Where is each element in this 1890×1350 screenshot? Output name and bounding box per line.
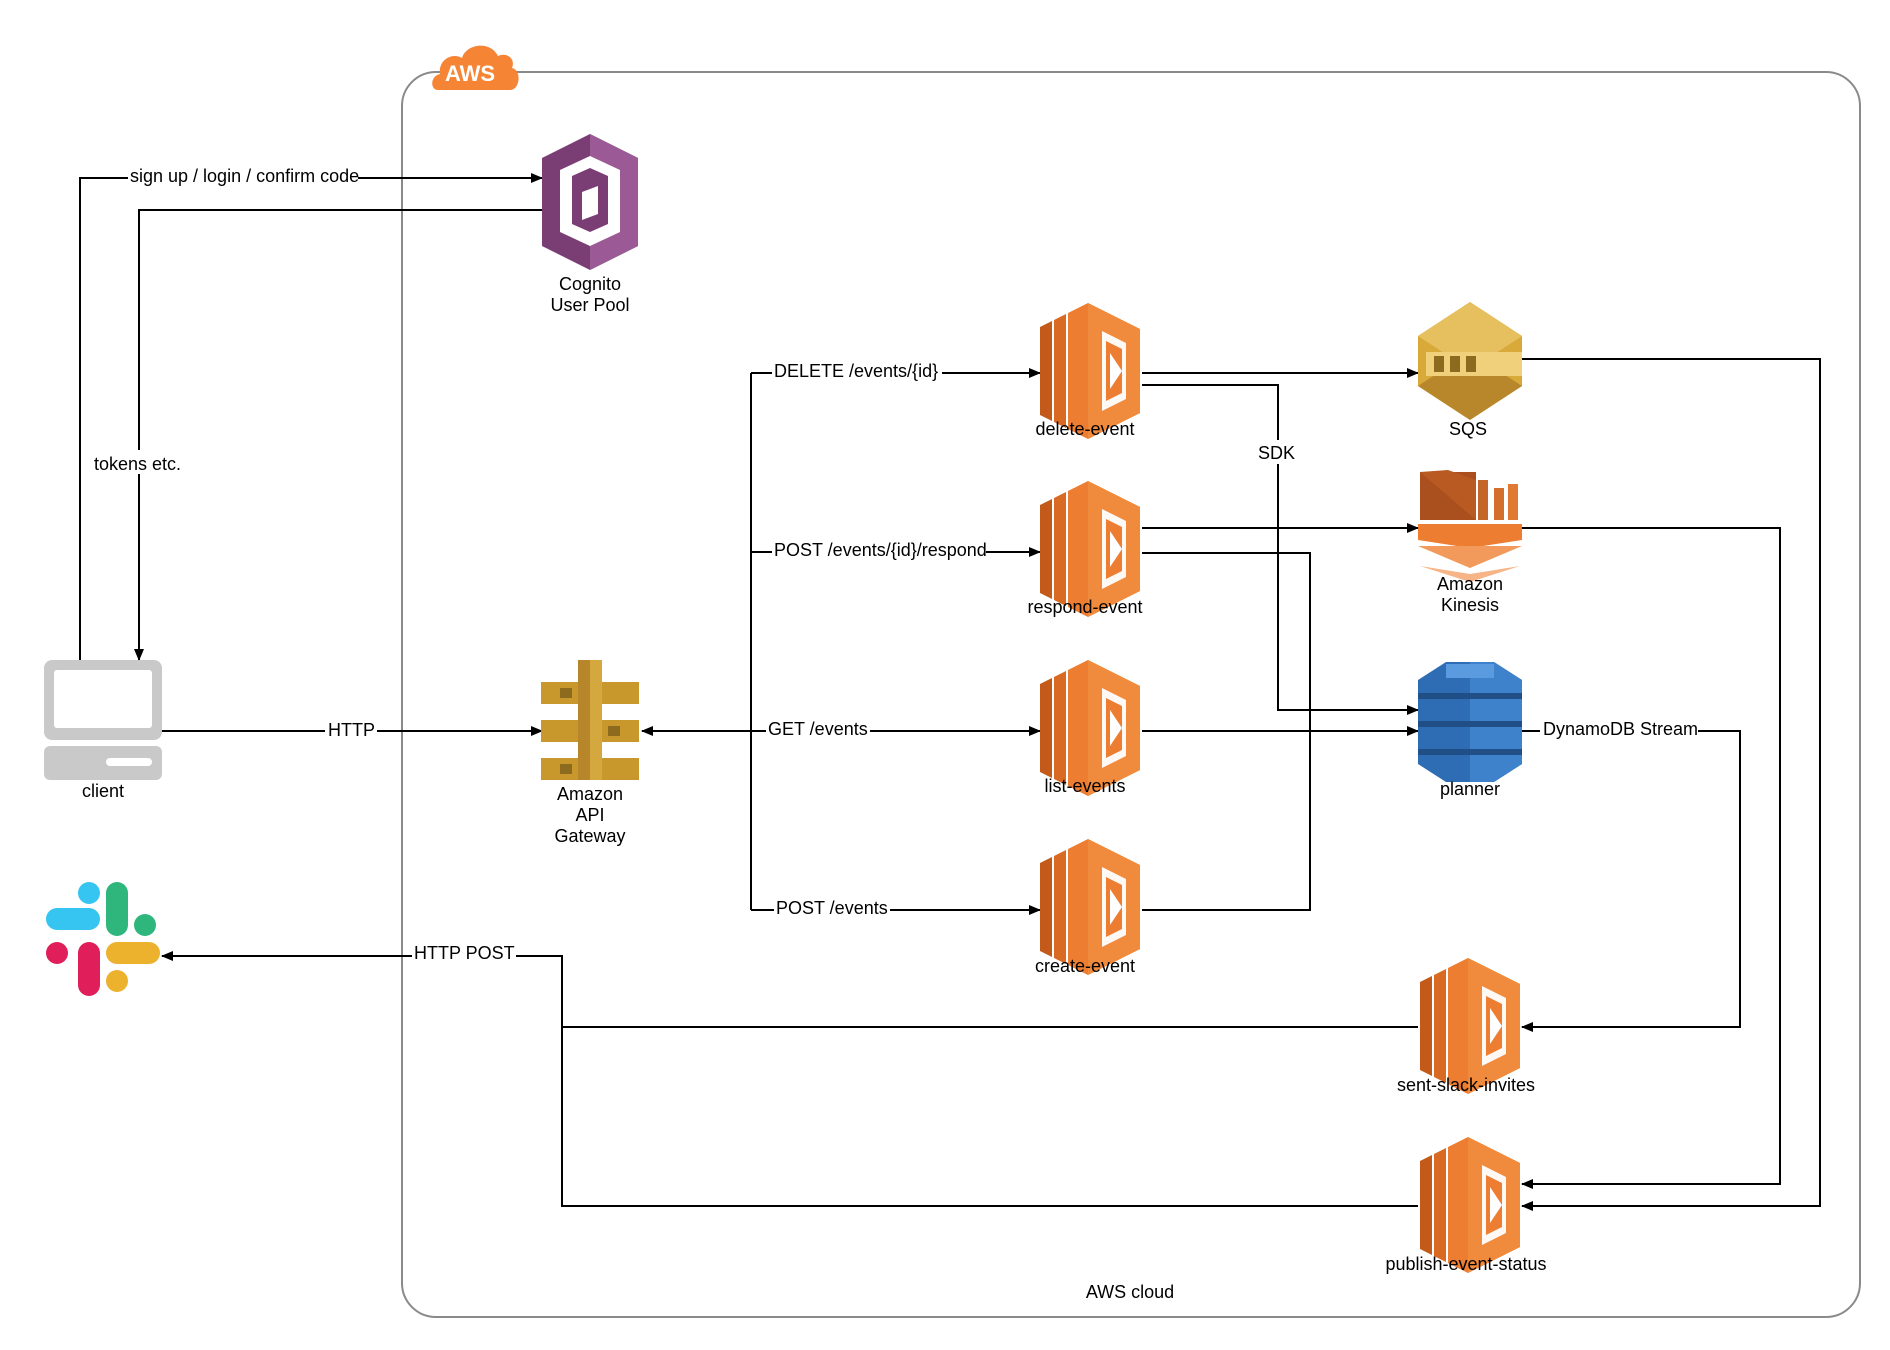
- list-events-node: list-events: [1040, 660, 1140, 796]
- edge-delete-planner-sdk: [1142, 384, 1419, 715]
- delete-event-label: delete-event: [1035, 419, 1134, 439]
- sqs-icon: [1418, 302, 1522, 420]
- edge-label-get-route: GET /events: [768, 719, 868, 739]
- cognito-label-line2: User Pool: [550, 295, 629, 315]
- aws-cloud-label: AWS cloud: [1086, 1282, 1174, 1302]
- kinesis-node: Amazon Kinesis: [1418, 470, 1522, 615]
- publish-event-status-node: publish-event-status: [1385, 1137, 1547, 1274]
- apigw-node: Amazon API Gateway: [541, 660, 639, 846]
- lambda-icon: [1040, 839, 1140, 975]
- apigw-label-line3: Gateway: [554, 826, 625, 846]
- planner-node: planner: [1418, 662, 1522, 799]
- edge-label-http-post: HTTP POST: [414, 943, 515, 963]
- lambda-icon: [1420, 1137, 1520, 1273]
- edge-label-tokens: tokens etc.: [94, 454, 181, 474]
- aws-cloud-badge: AWS: [432, 45, 519, 90]
- planner-label: planner: [1440, 779, 1500, 799]
- edge-labels: sign up / login / confirm code tokens et…: [92, 163, 1698, 964]
- edge-kinesis-publish: [1521, 527, 1781, 1189]
- edge-label-signup: sign up / login / confirm code: [130, 166, 359, 186]
- publish-event-status-label: publish-event-status: [1385, 1254, 1546, 1274]
- edge-label-dynamodb-stream: DynamoDB Stream: [1543, 719, 1698, 739]
- delete-event-node: delete-event: [1035, 303, 1140, 439]
- cognito-node: Cognito User Pool: [542, 134, 638, 315]
- respond-event-label: respond-event: [1027, 597, 1142, 617]
- kinesis-icon: [1418, 470, 1522, 582]
- dynamodb-icon: [1418, 662, 1522, 782]
- sent-slack-invites-label: sent-slack-invites: [1397, 1075, 1535, 1095]
- aws-cloud-frame: [401, 71, 1861, 1318]
- slack-icon: [46, 882, 160, 996]
- edge-label-post-route: POST /events: [776, 898, 888, 918]
- laptop-icon: [44, 660, 162, 780]
- respond-event-node: respond-event: [1027, 481, 1143, 617]
- list-events-label: list-events: [1044, 776, 1125, 796]
- edge-dynamodb-stream: [1521, 730, 1741, 1032]
- cognito-label-line1: Cognito: [559, 274, 621, 294]
- edge-label-http: HTTP: [328, 720, 375, 740]
- create-event-label: create-event: [1035, 956, 1135, 976]
- sqs-label: SQS: [1449, 419, 1487, 439]
- edge-tokens: [134, 209, 542, 661]
- sqs-node: SQS: [1418, 302, 1522, 439]
- slack-node: [46, 882, 160, 996]
- edge-http-post: [161, 951, 1418, 1207]
- cognito-icon: [542, 134, 638, 270]
- kinesis-label-line2: Kinesis: [1441, 595, 1499, 615]
- edge-signup: [79, 173, 543, 662]
- create-event-node: create-event: [1035, 839, 1140, 976]
- sent-slack-invites-node: sent-slack-invites: [1397, 958, 1535, 1095]
- aws-badge-text: AWS: [445, 61, 495, 86]
- client-label: client: [82, 781, 124, 801]
- lambda-icon: [1420, 958, 1520, 1094]
- kinesis-label-line1: Amazon: [1437, 574, 1503, 594]
- apigw-label-line1: Amazon: [557, 784, 623, 804]
- edge-label-respond-route: POST /events/{id}/respond: [774, 540, 987, 560]
- edge-label-delete-route: DELETE /events/{id}: [774, 361, 938, 381]
- edge-label-sdk: SDK: [1258, 443, 1295, 463]
- client-node: client: [44, 660, 162, 801]
- apigw-label-line2: API: [575, 805, 604, 825]
- api-gateway-icon: [541, 660, 639, 780]
- edge-sqs-publish: [1521, 358, 1821, 1211]
- edges: [79, 173, 1821, 1211]
